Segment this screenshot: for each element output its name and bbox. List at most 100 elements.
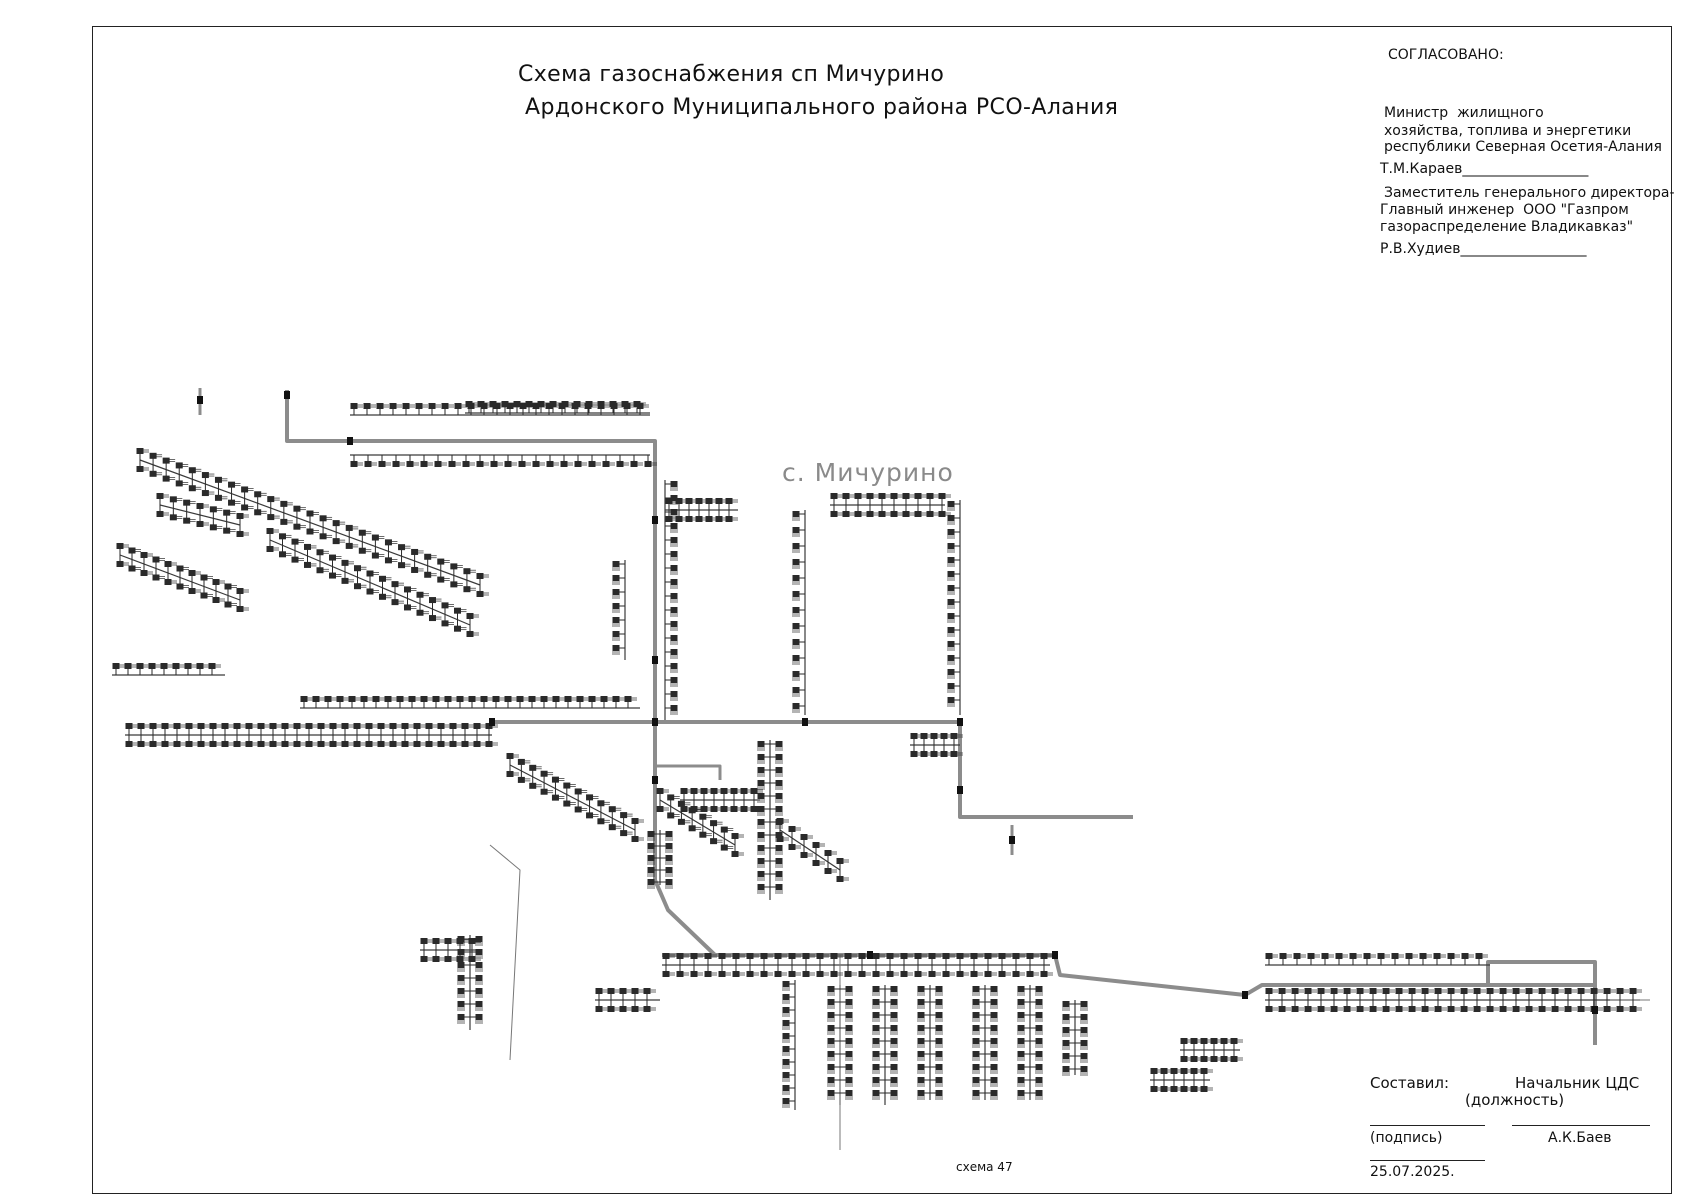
house-connection — [947, 543, 960, 553]
house-connection — [312, 696, 325, 708]
house-connection — [607, 988, 620, 1000]
house-connection — [561, 401, 574, 413]
house-connection — [1564, 1000, 1577, 1012]
house-connection — [1434, 988, 1447, 1000]
house-connection — [532, 455, 545, 467]
house-connection — [972, 1077, 985, 1087]
stamp-position-title: Начальник ЦДС — [1515, 1074, 1640, 1092]
house-connection — [293, 505, 306, 518]
house-connection — [233, 723, 246, 735]
house-connection — [930, 1077, 943, 1087]
house-connection — [885, 1038, 898, 1048]
house-connection — [1447, 988, 1460, 1000]
house-connection — [662, 965, 675, 977]
house-connection — [840, 999, 853, 1009]
house-connection — [788, 953, 801, 965]
house-connection — [470, 975, 483, 985]
house-connection — [116, 555, 129, 567]
house-connection — [266, 528, 279, 540]
house-connection — [1062, 1014, 1075, 1024]
house-connection — [371, 534, 385, 547]
house-connection — [329, 554, 342, 567]
house-connection — [1075, 1040, 1088, 1050]
house-connection — [513, 401, 526, 413]
house-connection — [293, 517, 306, 530]
house-connection — [1486, 988, 1499, 1000]
house-connection — [540, 782, 554, 795]
house-connection — [827, 999, 840, 1009]
valve-marker — [1009, 836, 1015, 844]
house-connection — [345, 536, 359, 549]
house-connection — [928, 965, 941, 977]
house-connection — [316, 549, 329, 562]
house-connection — [972, 986, 985, 996]
house-connection — [872, 999, 885, 1009]
house-connection — [201, 484, 215, 497]
house-connection — [552, 696, 565, 708]
house-connection — [529, 764, 542, 777]
house-connection — [317, 735, 330, 747]
house-connection — [1525, 1000, 1538, 1012]
house-connection — [612, 561, 625, 571]
house-connection — [257, 735, 270, 747]
house-connection — [770, 793, 783, 803]
house-connection — [902, 505, 915, 517]
valve-marker — [652, 516, 658, 524]
house-connection — [872, 1090, 885, 1100]
house-connection — [319, 515, 333, 528]
house-connection — [970, 953, 983, 965]
date-line — [1370, 1160, 1485, 1161]
house-connection — [1017, 1090, 1030, 1100]
house-connection — [1616, 988, 1629, 1000]
house-connection — [624, 696, 637, 708]
house-connection — [660, 843, 673, 853]
house-connection — [985, 1051, 998, 1061]
house-connection — [128, 547, 141, 560]
house-connection — [947, 501, 960, 511]
house-connection — [529, 776, 542, 789]
house-connection — [389, 403, 402, 415]
branch-line — [659, 799, 736, 846]
house-connection — [1304, 1000, 1317, 1012]
house-connection — [774, 965, 787, 977]
main-gas-pipe — [285, 390, 1133, 819]
house-connection — [457, 975, 470, 985]
house-connection — [1395, 1000, 1408, 1012]
house-connection — [574, 800, 588, 813]
house-connection — [1304, 988, 1317, 1000]
house-connection — [470, 1001, 483, 1011]
house-connection — [241, 498, 254, 511]
house-connection — [169, 496, 183, 509]
house-connection — [1317, 988, 1330, 1000]
house-connection — [376, 403, 389, 415]
house-connection — [1293, 953, 1306, 965]
house-connection — [1291, 1000, 1304, 1012]
house-connection — [341, 723, 354, 735]
house-connection — [914, 965, 927, 977]
house-connection — [257, 723, 270, 735]
house-connection — [364, 455, 377, 467]
house-connection — [750, 788, 763, 800]
house-connection — [597, 401, 610, 413]
house-connection — [480, 696, 493, 708]
house-connection — [465, 401, 478, 413]
house-connection — [221, 735, 234, 747]
house-connection — [930, 1064, 943, 1074]
house-connection — [827, 1051, 840, 1061]
house-connection — [504, 455, 517, 467]
house-connection — [917, 1038, 930, 1048]
house-connection — [197, 723, 210, 735]
valve-marker — [1052, 951, 1058, 959]
house-connection — [1265, 953, 1278, 965]
house-connection — [950, 733, 963, 745]
house-connection — [1369, 988, 1382, 1000]
house-connection — [1062, 1001, 1075, 1011]
house-connection — [137, 723, 150, 735]
house-connection — [827, 1025, 840, 1035]
house-connection — [156, 493, 169, 505]
house-connection — [866, 493, 879, 505]
house-connection — [348, 696, 361, 708]
house-connection — [757, 767, 770, 777]
house-connection — [824, 850, 837, 862]
house-connection — [770, 767, 783, 777]
